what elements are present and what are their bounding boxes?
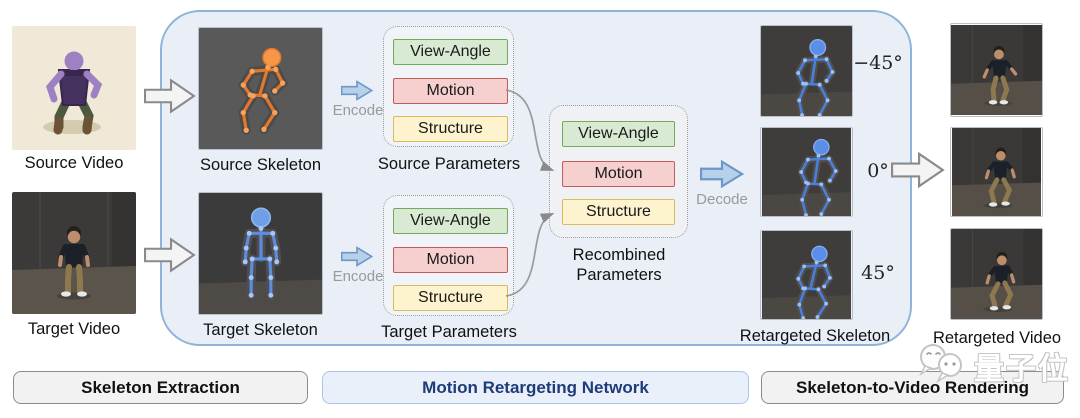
decode-arrow-icon <box>700 160 744 188</box>
encode-arrow-source-icon <box>341 80 373 101</box>
target-video-label: Target Video <box>27 320 121 338</box>
recombined-view-angle-text: View-Angle <box>578 125 659 142</box>
source-skeleton-label: Source Skeleton <box>199 156 322 174</box>
recombined-parameters-label: Recombined Parameters <box>572 246 666 284</box>
retargeted-skeleton-figure-neg45 <box>761 26 852 116</box>
angle-label-0: 0° <box>867 160 889 182</box>
retargeted-video-label: Retargeted Video <box>932 329 1062 347</box>
stage-skeleton-extraction-text: Skeleton Extraction <box>81 377 240 397</box>
source-skeleton-frame <box>198 27 323 150</box>
target-extraction-arrow-icon <box>144 237 196 273</box>
target-skeleton-label: Target Skeleton <box>203 321 318 339</box>
retargeted-video-frame-3 <box>950 228 1043 320</box>
source-video-label: Source Video <box>24 154 124 172</box>
target-parameters-label: Target Parameters <box>381 323 517 341</box>
retargeted-skeleton-figure-0 <box>762 128 851 216</box>
retargeted-video-figure-1 <box>951 24 1042 116</box>
source-motion-chip: Motion <box>393 78 508 104</box>
retargeted-skeleton-frame-45 <box>760 230 853 320</box>
watermark-text: 量子位 <box>974 353 1070 386</box>
watermark-chat-bubbles-icon <box>919 344 962 383</box>
stage-motion-retargeting-network-text: Motion Retargeting Network <box>422 377 649 397</box>
source-skeleton-figure <box>237 47 289 135</box>
source-extraction-arrow-icon <box>144 78 196 114</box>
retargeted-skeleton-frame-0 <box>760 127 853 217</box>
source-view-angle-text: View-Angle <box>410 43 491 60</box>
decode-label: Decode <box>696 191 748 208</box>
retargeted-skeleton-frame-neg45 <box>760 25 853 117</box>
source-video-frame <box>12 26 136 150</box>
retargeted-video-figure-3 <box>951 229 1042 319</box>
target-view-angle-chip: View-Angle <box>393 208 508 234</box>
target-structure-text: Structure <box>418 289 483 306</box>
recombined-motion-text: Motion <box>594 165 643 182</box>
recombined-structure-chip: Structure <box>562 199 675 225</box>
target-motion-chip: Motion <box>393 247 508 273</box>
source-parameters-box: View-Angle Motion Structure <box>383 26 514 147</box>
recombined-view-angle-chip: View-Angle <box>562 121 675 147</box>
retargeted-video-figure-2 <box>952 128 1041 216</box>
encode-label-source: Encode <box>332 102 384 119</box>
target-structure-chip: Structure <box>393 285 508 311</box>
stage-motion-retargeting-network: Motion Retargeting Network <box>322 371 749 404</box>
recombined-structure-text: Structure <box>586 203 651 220</box>
recombined-parameters-box: View-Angle Motion Structure <box>549 105 688 238</box>
retargeted-video-frame-2 <box>950 127 1043 217</box>
source-parameters-label: Source Parameters <box>377 155 521 173</box>
source-structure-chip: Structure <box>393 116 508 142</box>
target-skeleton-figure <box>199 193 322 314</box>
encode-arrow-target-icon <box>341 246 373 267</box>
target-parameters-box: View-Angle Motion Structure <box>383 195 514 316</box>
retargeted-skeleton-label: Retargeted Skeleton <box>739 327 891 345</box>
rendering-arrow-icon <box>891 151 945 189</box>
source-motion-text: Motion <box>426 82 475 99</box>
source-view-angle-chip: View-Angle <box>393 39 508 65</box>
stage-skeleton-to-video-rendering-text: Skeleton-to-Video Rendering <box>796 377 1029 397</box>
target-motion-text: Motion <box>426 251 475 268</box>
encode-label-target: Encode <box>332 268 384 285</box>
stage-skeleton-to-video-rendering: Skeleton-to-Video Rendering <box>761 371 1064 404</box>
angle-label-neg45: −45° <box>853 52 903 74</box>
target-view-angle-text: View-Angle <box>410 212 491 229</box>
recombined-motion-chip: Motion <box>562 161 675 187</box>
source-video-thanos-figure <box>12 26 136 150</box>
target-skeleton-frame <box>198 192 323 315</box>
stage-skeleton-extraction: Skeleton Extraction <box>13 371 308 404</box>
angle-label-45: 45° <box>861 262 895 284</box>
target-video-person-figure <box>12 192 136 314</box>
retargeted-skeleton-figure-45 <box>762 231 851 319</box>
target-video-frame <box>12 192 136 314</box>
source-structure-text: Structure <box>418 120 483 137</box>
retargeted-video-frame-1 <box>950 23 1043 117</box>
